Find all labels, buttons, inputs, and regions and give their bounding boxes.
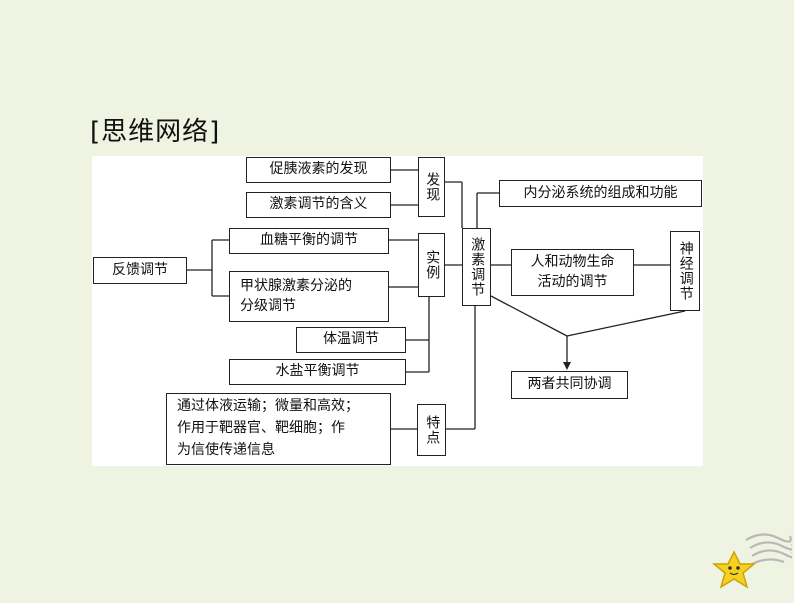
node-hormone-meaning: 激素调节的含义 xyxy=(246,192,391,218)
node-nerve: 神经调节 xyxy=(670,231,700,311)
node-discovery: 发现 xyxy=(418,157,445,217)
node-body-temp: 体温调节 xyxy=(296,327,406,353)
node-water-salt: 水盐平衡调节 xyxy=(229,359,406,385)
node-endocrine: 内分泌系统的组成和功能 xyxy=(499,180,702,207)
node-characteristics: 特点 xyxy=(417,404,446,456)
node-life-regulation: 人和动物生命 活动的调节 xyxy=(511,249,634,296)
star-icon xyxy=(712,533,792,589)
node-feedback: 反馈调节 xyxy=(93,257,187,284)
node-examples: 实例 xyxy=(418,233,445,297)
node-characteristics-text: 通过体液运输；微量和高效； 作用于靶器官、靶细胞；作 为信使传递信息 xyxy=(166,393,391,465)
node-coordinate: 两者共同协调 xyxy=(511,371,628,399)
node-cuyi-discovery: 促胰液素的发现 xyxy=(246,157,391,183)
node-blood-sugar: 血糖平衡的调节 xyxy=(229,228,389,254)
node-thyroid: 甲状腺激素分泌的 分级调节 xyxy=(229,271,389,322)
node-hormone-regulation: 激素调节 xyxy=(462,228,491,306)
page-title: [思维网络] xyxy=(90,117,221,147)
